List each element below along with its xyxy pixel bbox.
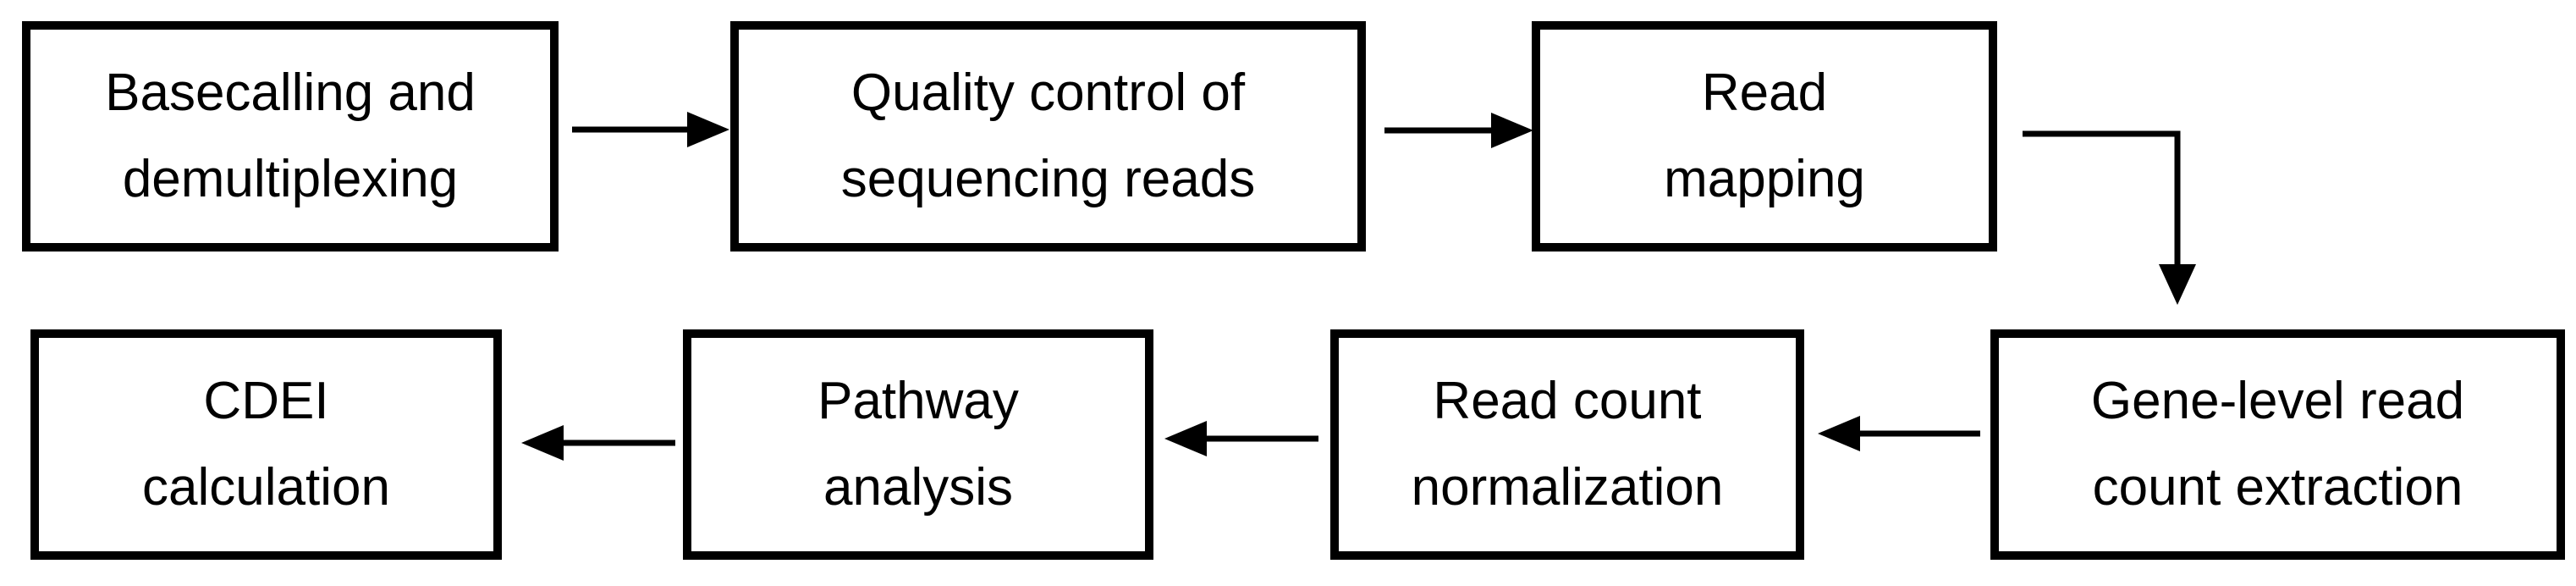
node-gene-level-read-count-extraction: Gene-level read count extraction (1990, 329, 2565, 560)
arrow-read-mapping-to-gene-level (2023, 130, 2196, 305)
node-quality-control-sequencing-reads: Quality control of sequencing reads (730, 21, 1366, 252)
arrow-gene-level-to-read-count-normalization (1818, 416, 1980, 451)
node-label: Gene-level read count extraction (2090, 372, 2465, 517)
node-basecalling-demultiplexing: Basecalling and demultiplexing (22, 21, 559, 252)
node-label: Basecalling and demultiplexing (105, 64, 476, 208)
arrow-quality-control-to-read-mapping (1384, 113, 1533, 148)
node-label: Read mapping (1664, 64, 1865, 208)
arrow-basecalling-to-quality-control (572, 112, 729, 147)
node-read-count-normalization: Read count normalization (1330, 329, 1804, 560)
arrow-read-count-normalization-to-pathway-analysis (1164, 421, 1318, 456)
node-label: CDEI calculation (142, 372, 390, 517)
node-cdei-calculation: CDEI calculation (30, 329, 502, 560)
node-read-mapping: Read mapping (1532, 21, 1997, 252)
node-pathway-analysis: Pathway analysis (683, 329, 1153, 560)
node-label: Read count normalization (1411, 372, 1724, 517)
node-label: Pathway analysis (817, 372, 1019, 517)
arrow-pathway-analysis-to-cdei-calculation (521, 425, 675, 461)
node-label: Quality control of sequencing reads (840, 64, 1256, 208)
